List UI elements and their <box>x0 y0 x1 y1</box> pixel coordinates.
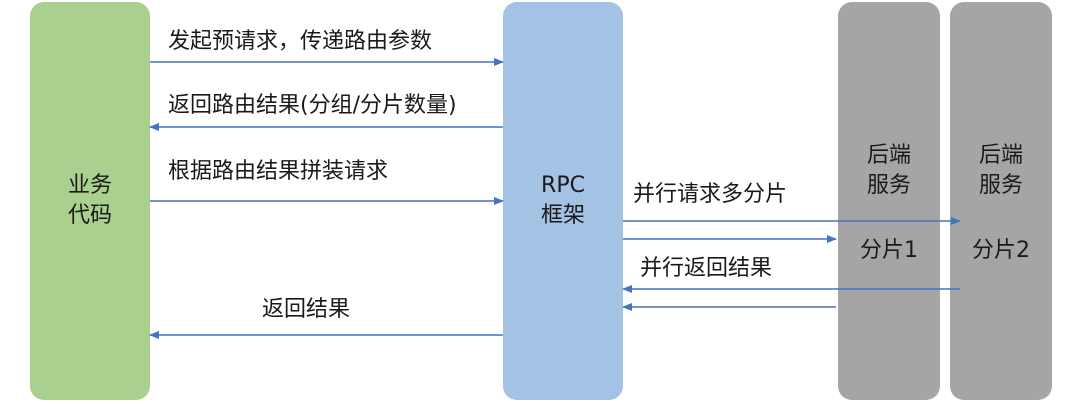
route-result-message: 返回路由结果(分组/分片数量) <box>168 93 457 118</box>
backend-service-2-label: 后端 服务 <box>978 143 1023 198</box>
business-code-label: 业务 代码 <box>67 173 112 228</box>
rpc-framework-lane <box>503 2 623 400</box>
assemble-request-message: 根据路由结果拼装请求 <box>168 159 389 184</box>
rpc-framework-label: RPC 框架 <box>540 173 585 228</box>
shard-2-label: 分片2 <box>972 238 1030 263</box>
backend-service-1-label: 后端 服务 <box>866 143 911 198</box>
business-code-lane <box>30 2 150 400</box>
backend-shard-1-lane <box>838 2 940 400</box>
shard-1-label: 分片1 <box>860 238 918 263</box>
parallel-request-message: 并行请求多分片 <box>633 182 788 207</box>
prerequest-message: 发起预请求，传递路由参数 <box>168 29 433 54</box>
return-result-message: 返回结果 <box>262 297 351 322</box>
parallel-return-message: 并行返回结果 <box>640 256 773 281</box>
backend-shard-2-lane <box>950 2 1052 400</box>
